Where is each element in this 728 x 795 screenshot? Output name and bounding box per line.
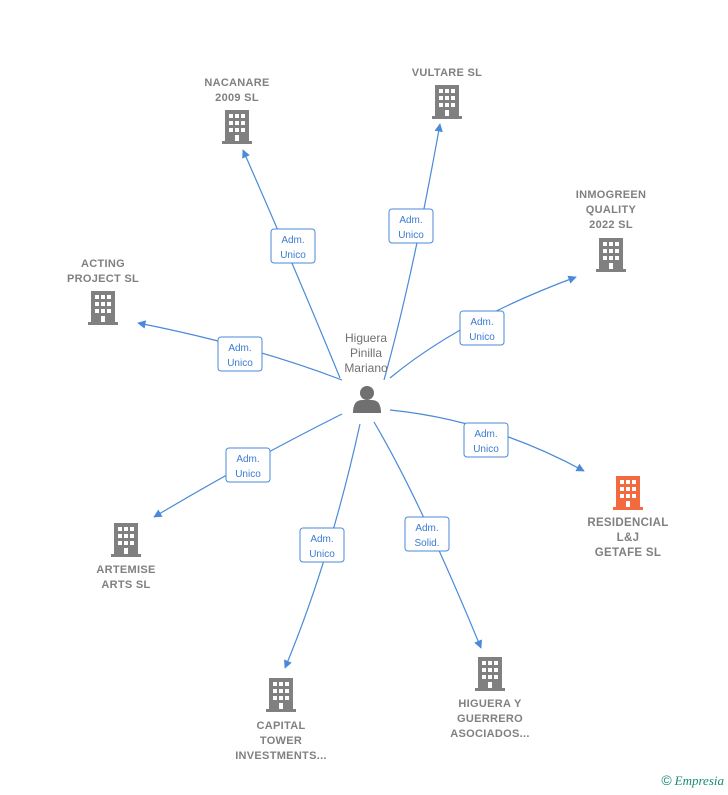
building-icon: [222, 110, 252, 144]
company-node-artemise[interactable]: ARTEMISE ARTS SL: [96, 523, 155, 591]
role-badge-nacanare[interactable]: Adm. Unico: [270, 228, 316, 264]
building-icon: [596, 238, 626, 272]
company-label-residencial: L&J: [617, 532, 640, 544]
company-node-nacanare[interactable]: NACANARE 2009 SL: [204, 77, 269, 144]
company-label-acting: PROJECT SL: [67, 273, 139, 285]
company-label-acting: ACTING: [81, 258, 125, 270]
company-label-higuera: ASOCIADOS...: [450, 728, 529, 740]
role-badge-text: Unico: [309, 549, 335, 560]
building-icon: [475, 657, 505, 691]
role-badge-text: Unico: [473, 444, 499, 455]
role-badge-higuera[interactable]: Adm. Solid.: [404, 516, 450, 552]
person-name: Higuera: [345, 331, 387, 345]
role-badge-box: [459, 310, 505, 346]
person-icon: [353, 386, 381, 413]
role-badge-inmogreen[interactable]: Adm. Unico: [459, 310, 505, 346]
role-badge-artemise[interactable]: Adm. Unico: [225, 447, 271, 483]
role-badge-text: Unico: [469, 332, 495, 343]
role-badge-text: Adm.: [399, 215, 422, 226]
building-icon: [266, 678, 296, 712]
company-node-inmogreen[interactable]: INMOGREEN QUALITY 2022 SL: [576, 189, 647, 272]
role-badge-text: Adm.: [474, 429, 497, 440]
role-badge-capital[interactable]: Adm. Unico: [299, 527, 345, 563]
company-label-capital: TOWER: [260, 735, 302, 747]
edge-line-vultare: [383, 123, 443, 381]
company-node-residencial[interactable]: RESIDENCIAL L&J GETAFE SL: [587, 476, 668, 559]
role-badge-box: [270, 228, 316, 264]
role-badge-box: [299, 527, 345, 563]
copyright-notice: ©Empresia: [661, 772, 724, 789]
role-badge-text: Solid.: [414, 538, 439, 549]
company-node-acting[interactable]: ACTING PROJECT SL: [67, 258, 139, 325]
person-name: Mariano: [344, 361, 388, 375]
company-label-nacanare: NACANARE: [204, 77, 269, 89]
company-label-inmogreen: QUALITY: [586, 204, 637, 216]
company-label-vultare: VULTARE SL: [412, 67, 482, 79]
building-icon: [88, 291, 118, 325]
company-label-inmogreen: INMOGREEN: [576, 189, 647, 201]
company-node-vultare[interactable]: VULTARE SL: [412, 67, 482, 119]
role-badge-text: Adm.: [236, 454, 259, 465]
company-label-nacanare: 2009 SL: [215, 92, 259, 104]
company-label-inmogreen: 2022 SL: [589, 219, 633, 231]
role-badge-box: [388, 208, 434, 244]
company-label-residencial: GETAFE SL: [595, 547, 661, 559]
role-badge-text: Unico: [227, 358, 253, 369]
building-icon: [432, 85, 462, 119]
company-label-higuera: HIGUERA Y: [458, 698, 522, 710]
edge-line-nacanare: [242, 149, 341, 379]
company-label-capital: CAPITAL: [257, 720, 306, 732]
company-label-residencial: RESIDENCIAL: [587, 517, 668, 529]
role-badge-text: Unico: [235, 469, 261, 480]
role-badge-box: [463, 422, 509, 458]
role-badge-text: Adm.: [415, 523, 438, 534]
copyright-icon: ©: [661, 772, 672, 788]
role-badge-text: Adm.: [228, 343, 251, 354]
role-badge-text: Adm.: [281, 235, 304, 246]
role-badge-text: Adm.: [470, 317, 493, 328]
role-badge-box: [404, 516, 450, 552]
role-badge-box: [217, 336, 263, 372]
role-badge-residencial[interactable]: Adm. Unico: [463, 422, 509, 458]
role-badge-box: [225, 447, 271, 483]
role-badge-text: Adm.: [310, 534, 333, 545]
company-label-higuera: GUERRERO: [457, 713, 523, 725]
company-node-capital[interactable]: CAPITAL TOWER INVESTMENTS...: [235, 678, 327, 762]
company-node-higuera[interactable]: HIGUERA Y GUERRERO ASOCIADOS...: [450, 657, 529, 740]
company-label-artemise: ARTEMISE: [96, 564, 155, 576]
building-icon: [111, 523, 141, 557]
company-label-artemise: ARTS SL: [101, 579, 150, 591]
company-label-capital: INVESTMENTS...: [235, 750, 327, 762]
person-name: Pinilla: [350, 346, 382, 360]
role-badge-text: Unico: [398, 230, 424, 241]
role-badge-vultare[interactable]: Adm. Unico: [388, 208, 434, 244]
role-badge-text: Unico: [280, 250, 306, 261]
brand-logo: Empresia: [674, 773, 724, 788]
building-icon: [613, 476, 643, 510]
role-badge-acting[interactable]: Adm. Unico: [217, 336, 263, 372]
